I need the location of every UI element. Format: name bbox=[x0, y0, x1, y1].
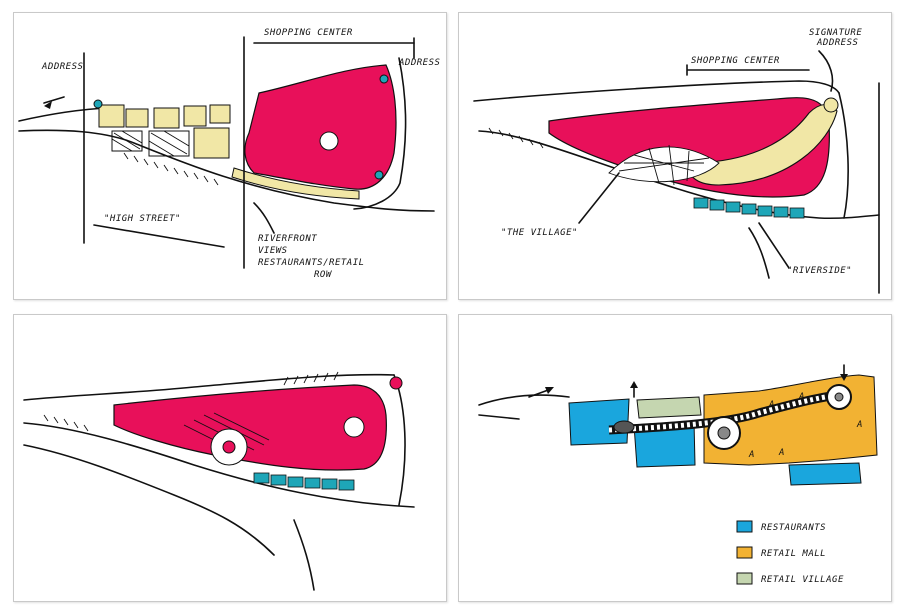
legend-swatch-restaurants bbox=[736, 520, 753, 533]
cream-arc bbox=[688, 103, 838, 186]
label-shopping-center-2: SHOPPING CENTER bbox=[691, 56, 780, 66]
legend-label-retail-village: RETAIL VILLAGE bbox=[761, 575, 844, 585]
label-riverfront-3: RESTAURANTS/RETAIL bbox=[258, 258, 365, 268]
magenta-retail-mass bbox=[113, 384, 387, 471]
label-riverfront-1: RIVERFRONT bbox=[258, 234, 317, 244]
legend-swatch-retail-mall bbox=[736, 546, 753, 559]
label-address-left: ADDRESS bbox=[41, 62, 84, 72]
legend-label-retail-mall: RETAIL MALL bbox=[761, 549, 826, 559]
sketch-option-3 bbox=[23, 371, 415, 591]
sketch-panel-option-3 bbox=[13, 314, 447, 602]
label-riverfront-2: VIEWS bbox=[258, 246, 288, 256]
label-signature-address: ADDRESS bbox=[816, 38, 859, 48]
legend-label-restaurants: RESTAURANTS bbox=[761, 523, 826, 533]
legend-swatch-retail-village bbox=[736, 572, 753, 585]
sketch-high-street: ADDRESS SHOPPING CENTER ADDRESS "HIGH ST… bbox=[18, 28, 441, 280]
label-signature: SIGNATURE bbox=[809, 28, 862, 38]
label-shopping-center: SHOPPING CENTER bbox=[264, 28, 353, 38]
anchor-letter-1: A bbox=[768, 400, 775, 410]
sketch-zoning: A A A A A RESTAURANTS RETAIL MALL RETAIL… bbox=[478, 364, 878, 585]
sketch-village: SIGNATURE ADDRESS SHOPPING CENTER "THE V… bbox=[473, 28, 880, 294]
anchor-letter-2: A bbox=[798, 392, 805, 402]
cream-riverfront-row bbox=[231, 167, 360, 200]
zone-retail-village bbox=[636, 396, 702, 419]
anchor-letter-5: A bbox=[778, 448, 785, 458]
label-riverfront-4: ROW bbox=[314, 270, 333, 280]
zone-restaurants-east bbox=[788, 462, 862, 486]
legend: RESTAURANTS RETAIL MALL RETAIL VILLAGE bbox=[736, 520, 844, 585]
label-the-village: "THE VILLAGE" bbox=[501, 228, 578, 238]
sketch-panel-village: SIGNATURE ADDRESS SHOPPING CENTER "THE V… bbox=[458, 12, 892, 300]
teal-restaurant-row bbox=[253, 472, 355, 491]
magenta-retail-block bbox=[244, 64, 397, 190]
label-address-right: ADDRESS bbox=[398, 58, 441, 68]
anchor-letter-3: A bbox=[856, 420, 863, 430]
sketch-panel-zoning: A A A A A RESTAURANTS RETAIL MALL RETAIL… bbox=[458, 314, 892, 602]
label-high-street: "HIGH STREET" bbox=[104, 214, 181, 224]
sketch-panel-high-street: ADDRESS SHOPPING CENTER ADDRESS "HIGH ST… bbox=[13, 12, 447, 300]
label-riverside: "RIVERSIDE" bbox=[787, 266, 852, 276]
teal-riverside-row bbox=[693, 197, 805, 219]
anchor-letter-4: A bbox=[748, 450, 755, 460]
